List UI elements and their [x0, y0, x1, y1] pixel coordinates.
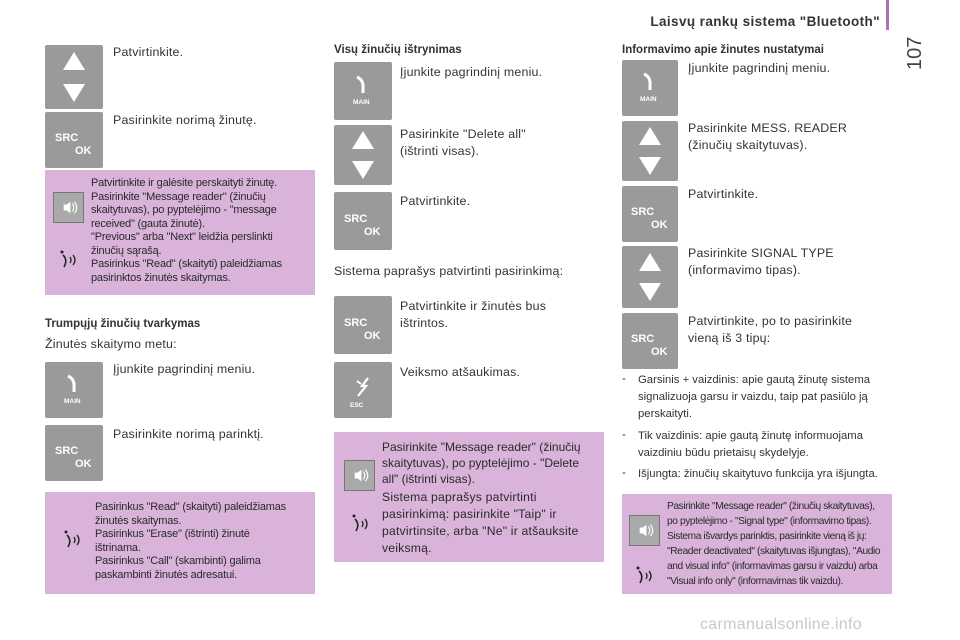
main-menu-icon: MAIN [353, 75, 370, 106]
main-button-tile: MAIN [45, 362, 103, 418]
speaker-button-icon [344, 460, 375, 491]
step-delete-all-text: Pasirinkite "Delete all" (ištrinti visas… [400, 127, 526, 158]
svg-text:ESC: ESC [350, 402, 364, 409]
up-down-arrows-icon [639, 253, 661, 301]
up-down-arrows-icon [352, 131, 374, 179]
src-ok-button-tile: SRC OK [45, 425, 103, 481]
bullet-disabled: Išjungta: žinučių skaitytuvo funkcija yr… [638, 468, 878, 480]
voice-command-note: Pasirinkus "Read" (skaityti) paleidžiama… [45, 492, 315, 594]
voice-recognition-icon [62, 528, 84, 552]
up-down-button-tile [622, 246, 678, 308]
step-confirm-choose-text: Patvirtinkite, po to pasirinkite vieną i… [688, 314, 853, 345]
voice-command-note: Patvirtinkite ir galėsite perskaityti ži… [45, 170, 315, 295]
bullet-visual-only: Tik vaizdinis: apie gautą žinutę informu… [638, 430, 864, 459]
step-confirm-text: Patvirtinkite. [113, 45, 184, 59]
step-confirm-delete-text: Patvirtinkite ir žinutės bus ištrintos. [400, 299, 547, 330]
src-ok-icon: SRC OK [344, 317, 381, 342]
svg-text:MAIN: MAIN [64, 398, 81, 405]
src-ok-icon: SRC OK [55, 132, 92, 157]
step-select-option-text: Pasirinkite norimą parinktį. [113, 427, 264, 441]
bullet-dash: - [622, 467, 626, 479]
step-main-menu-text: Įjunkite pagrindinį meniu. [688, 61, 831, 75]
page-header-title: Laisvų rankų sistema "Bluetooth" [650, 14, 880, 29]
src-ok-icon: SRC OK [55, 445, 92, 470]
bullet-dash: - [622, 429, 626, 441]
step-main-menu-text: Įjunkite pagrindinį meniu. [400, 65, 543, 79]
step-confirm-text: Patvirtinkite. [688, 187, 759, 201]
svg-text:OK: OK [364, 330, 381, 342]
esc-icon: ESC [350, 377, 369, 409]
svg-text:OK: OK [651, 219, 668, 231]
up-down-arrows-icon [63, 52, 85, 102]
step-cancel-text: Veiksmo atšaukimas. [400, 365, 521, 379]
delete-all-heading: Visų žinučių ištrynimas [334, 44, 462, 56]
svg-text:SRC: SRC [631, 206, 654, 218]
svg-text:SRC: SRC [631, 333, 654, 345]
step-select-message-text: Pasirinkite norimą žinutę. [113, 113, 257, 127]
speaker-button-icon [53, 192, 84, 223]
svg-text:OK: OK [651, 346, 668, 358]
src-ok-icon: SRC OK [631, 333, 668, 358]
svg-text:SRC: SRC [344, 317, 367, 329]
step-mess-reader-text: Pasirinkite MESS. READER (žinučių skaity… [688, 121, 848, 152]
bullet-dash: - [622, 373, 626, 385]
svg-text:MAIN: MAIN [640, 96, 657, 103]
src-ok-button-tile: SRC OK [622, 186, 678, 242]
svg-text:SRC: SRC [55, 445, 78, 457]
signal-type-note-text: Pasirinkite "Message reader" (žinučių sk… [667, 501, 881, 587]
step-confirm-text: Patvirtinkite. [400, 194, 471, 208]
bullet-audio-visual: Garsinis + vaizdinis: apie gautą žinutę … [638, 374, 871, 420]
voice-recognition-icon [634, 564, 656, 588]
svg-text:SRC: SRC [55, 132, 78, 144]
voice-command-note: Pasirinkite "Message reader" (žinučių sk… [622, 494, 892, 594]
up-down-button-tile [622, 121, 678, 181]
speaker-button-icon [629, 515, 660, 546]
src-ok-button-tile: SRC OK [334, 296, 392, 354]
system-asks-text: Sistema paprašys patvirtinti pasirinkimą… [334, 264, 564, 278]
src-ok-button-tile: SRC OK [622, 313, 678, 369]
main-menu-icon: MAIN [640, 72, 657, 103]
main-menu-icon: MAIN [64, 374, 81, 405]
delete-note-voice-text: Sistema paprašys patvirtinti pasirinkimą… [382, 490, 579, 555]
voice-recognition-icon [350, 512, 372, 536]
sms-reading-intro: Žinutės skaitymo metu: [45, 337, 177, 351]
src-ok-button-tile: SRC OK [334, 192, 392, 250]
up-down-button-tile [45, 45, 103, 109]
src-ok-button-tile: SRC OK [45, 112, 103, 168]
header-accent-bar [886, 0, 889, 30]
message-info-settings-heading: Informavimo apie žinutes nustatymai [622, 44, 824, 56]
src-ok-icon: SRC OK [344, 213, 381, 238]
watermark: carmanualsonline.info [700, 616, 862, 633]
main-button-tile: MAIN [334, 62, 392, 120]
voice-recognition-icon [58, 248, 80, 272]
note2-text: Pasirinkus "Read" (skaityti) paleidžiama… [95, 501, 286, 581]
svg-text:OK: OK [75, 145, 92, 157]
svg-text:OK: OK [75, 458, 92, 470]
main-button-tile: MAIN [622, 60, 678, 116]
voice-command-note: Pasirinkite "Message reader" (žinučių sk… [334, 432, 604, 562]
svg-text:MAIN: MAIN [353, 99, 370, 106]
svg-text:SRC: SRC [344, 213, 367, 225]
svg-text:OK: OK [364, 226, 381, 238]
src-ok-icon: SRC OK [631, 206, 668, 231]
esc-button-tile: ESC [334, 362, 392, 418]
step-main-menu-text: Įjunkite pagrindinį meniu. [113, 362, 256, 376]
note1-text: Patvirtinkite ir galėsite perskaityti ži… [91, 177, 282, 284]
step-signal-type-text: Pasirinkite SIGNAL TYPE (informavimo tip… [688, 246, 834, 277]
up-down-arrows-icon [639, 127, 661, 175]
up-down-button-tile [334, 125, 392, 185]
sms-management-heading: Trumpųjų žinučių tvarkymas [45, 318, 201, 330]
delete-note-text: Pasirinkite "Message reader" (žinučių sk… [382, 440, 581, 486]
page-number: 107 [904, 36, 926, 70]
